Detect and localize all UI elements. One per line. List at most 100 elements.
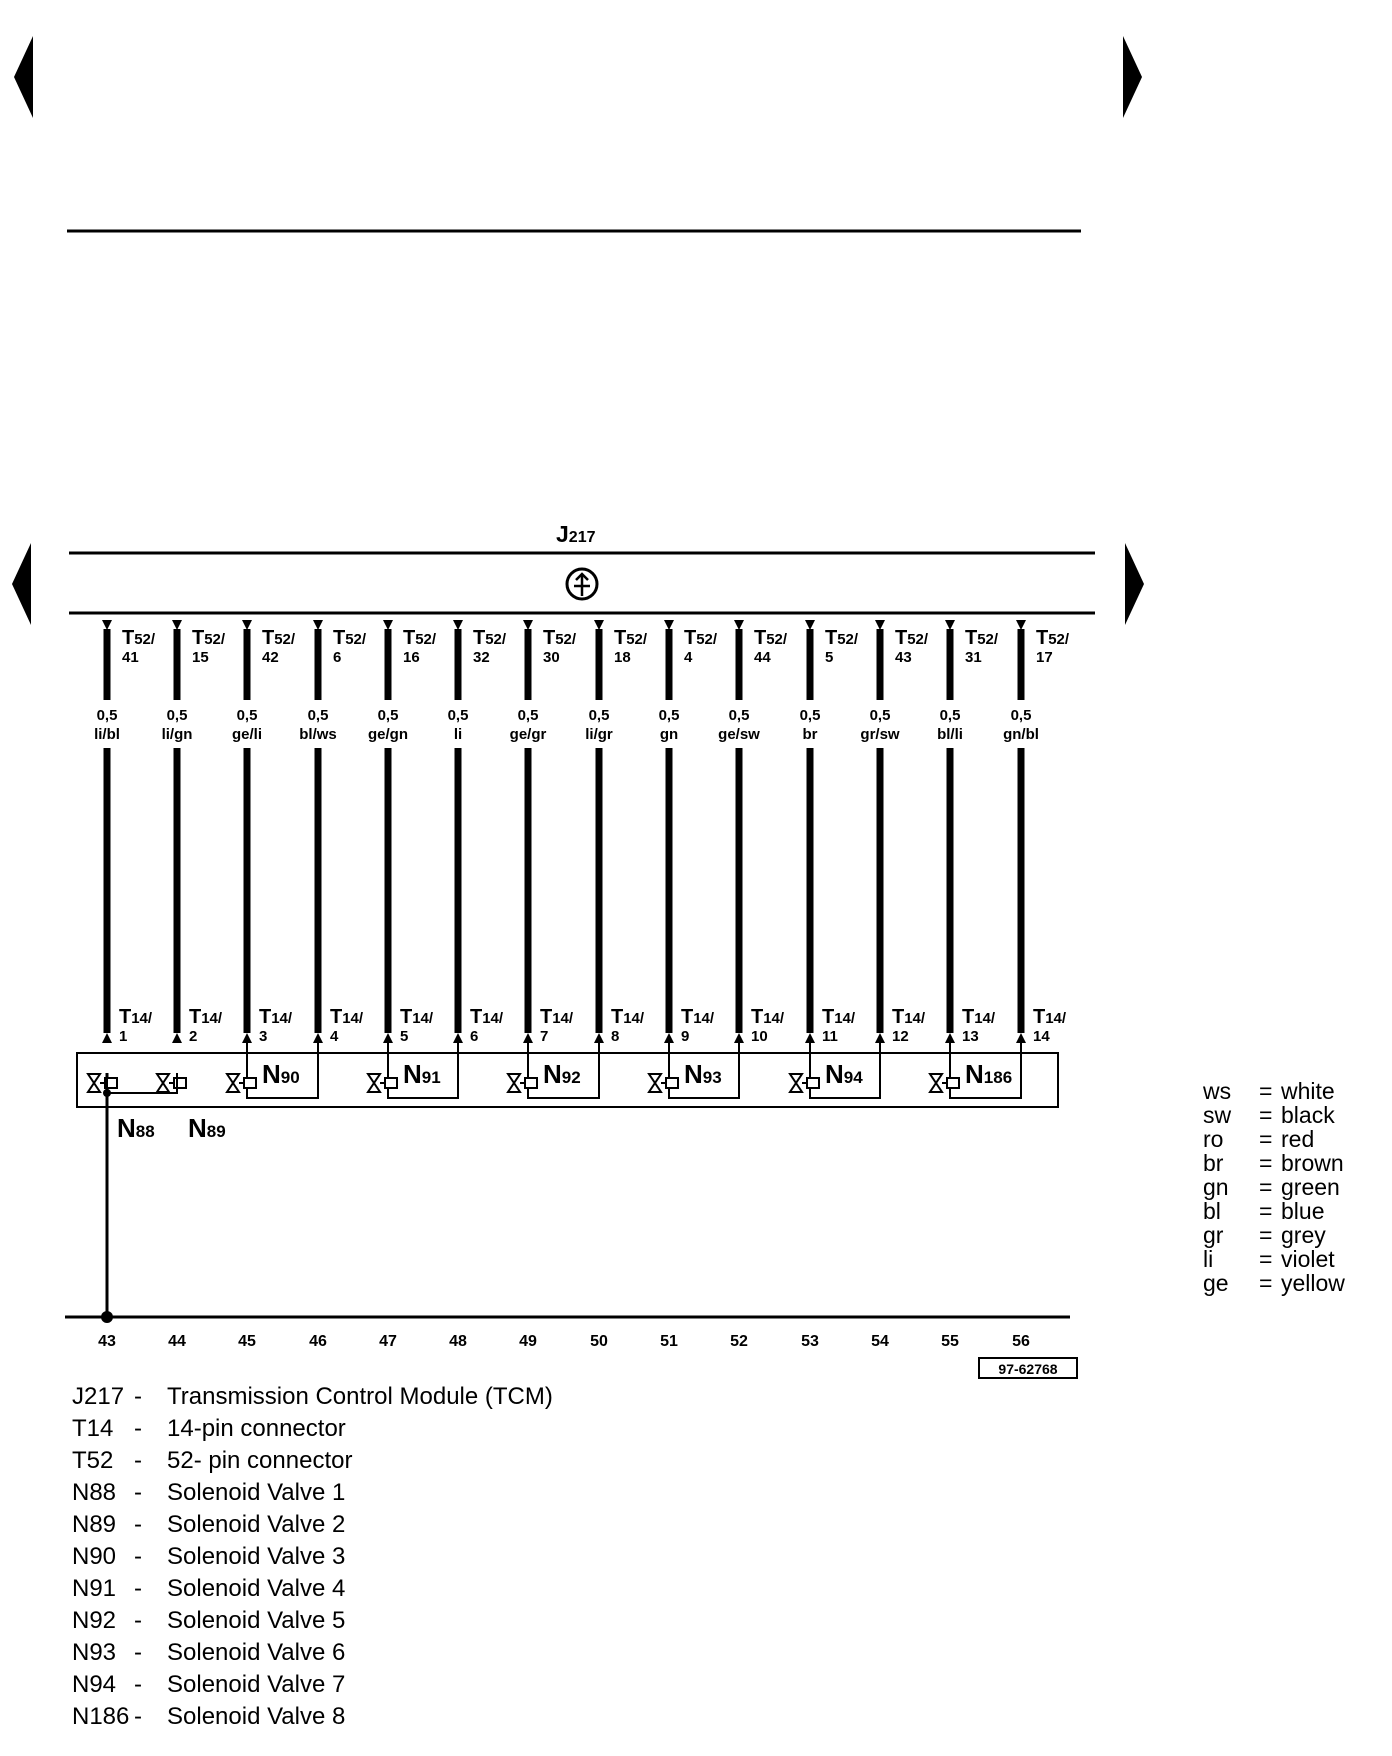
legend-code: T14: [72, 1415, 114, 1442]
t14-connector-label: T14/: [470, 1006, 504, 1028]
wire-gauge: 0,5: [518, 707, 539, 724]
legend-dash: -: [134, 1703, 142, 1730]
solenoid-valve-icon: [928, 1073, 960, 1093]
legend-desc: Transmission Control Module (TCM): [167, 1383, 553, 1410]
valve-n186: N186: [928, 1043, 1022, 1099]
color-name: red: [1281, 1126, 1315, 1152]
valve-n92: N92: [506, 1043, 600, 1099]
pin-arrow-icon: [383, 620, 393, 630]
ground-number: 53: [801, 1333, 819, 1350]
legend-dash: -: [134, 1511, 142, 1538]
t52-pin: 6: [333, 649, 341, 666]
legend-desc: Solenoid Valve 8: [167, 1703, 346, 1730]
color-key-row: ws=white: [1203, 1079, 1383, 1103]
ground-number: 49: [519, 1333, 537, 1350]
color-equals: =: [1259, 1270, 1273, 1296]
wire-color: ge/gn: [368, 726, 408, 743]
wire-color: ge/gr: [510, 726, 547, 743]
valve-label: N186: [965, 1059, 1012, 1089]
t52-pin: 17: [1036, 649, 1053, 666]
pin-arrow-icon: [594, 620, 604, 630]
legend-code: N94: [72, 1671, 117, 1698]
t14-pin: 8: [611, 1028, 619, 1045]
t14-pin: 7: [540, 1028, 548, 1045]
t14-connector-label: T14/: [189, 1006, 223, 1028]
color-key-row: br=brown: [1203, 1151, 1383, 1175]
nav-arrow-right-mid-icon[interactable]: [1125, 543, 1144, 625]
reference-box: [978, 1357, 1078, 1379]
t14-pin: 6: [470, 1028, 478, 1045]
pin-arrow-icon: [242, 620, 252, 630]
t52-pin: 44: [754, 649, 771, 666]
nav-arrow-left-top-icon[interactable]: [14, 36, 33, 118]
ground-number: 45: [238, 1333, 256, 1350]
ground-number: 51: [660, 1333, 678, 1350]
pin-arrow-icon: [383, 1033, 393, 1043]
legend-code: N91: [72, 1575, 117, 1602]
wire-gauge: 0,5: [940, 707, 961, 724]
ground-number: 44: [168, 1333, 186, 1350]
t14-connector-label: T14/: [892, 1006, 926, 1028]
color-key-row: bl=blue: [1203, 1199, 1383, 1223]
valve-label: N93: [684, 1059, 722, 1089]
pin-arrow-icon: [945, 1033, 955, 1043]
legend-code: N92: [72, 1607, 117, 1634]
legend-desc: Solenoid Valve 4: [167, 1575, 346, 1602]
wire-gauge: 0,5: [729, 707, 750, 724]
legend-code: N89: [72, 1511, 117, 1538]
legend-row: N88-Solenoid Valve 1: [72, 1477, 772, 1509]
t52-connector-label: T52/: [192, 627, 226, 649]
legend-dash: -: [134, 1383, 142, 1410]
wire-gauge: 0,5: [800, 707, 821, 724]
t52-connector-label: T52/: [895, 627, 929, 649]
wire-gauge: 0,5: [378, 707, 399, 724]
ground-junction-bottom: [101, 1311, 113, 1323]
t52-connector-label: T52/: [262, 627, 296, 649]
color-equals: =: [1259, 1174, 1273, 1200]
pin-arrow-icon: [594, 1033, 604, 1043]
ground-number: 55: [941, 1333, 959, 1350]
t14-pin: 9: [681, 1028, 689, 1045]
reference-number: 97-62768: [998, 1361, 1057, 1377]
t14-pin: 11: [822, 1028, 838, 1045]
t52-connector-label: T52/: [333, 627, 367, 649]
wire-color: ge/sw: [718, 726, 760, 743]
color-key-row: ro=red: [1203, 1127, 1383, 1151]
wire-gauge: 0,5: [97, 707, 118, 724]
legend-code: N88: [72, 1479, 117, 1506]
wire-color: li/gr: [585, 726, 613, 743]
legend-dash: -: [134, 1415, 142, 1442]
legend-dash: -: [134, 1639, 142, 1666]
t52-pin: 42: [262, 649, 279, 666]
t14-pin: 5: [400, 1028, 408, 1045]
color-name: grey: [1281, 1222, 1326, 1248]
legend-code: J217: [72, 1383, 125, 1410]
t52-pin: 15: [192, 649, 209, 666]
ground-number: 54: [871, 1333, 889, 1350]
wire-color: gn: [660, 726, 678, 743]
t14-connector-label: T14/: [611, 1006, 645, 1028]
nav-arrow-left-mid-icon[interactable]: [12, 543, 31, 625]
ground-number: 43: [98, 1333, 116, 1350]
color-name: yellow: [1281, 1270, 1345, 1296]
color-code: ro: [1203, 1126, 1224, 1152]
t14-connector-label: T14/: [259, 1006, 293, 1028]
color-key-row: gr=grey: [1203, 1223, 1383, 1247]
t14-pin: 13: [962, 1028, 979, 1045]
nav-arrow-right-top-icon[interactable]: [1123, 36, 1142, 118]
wire-color: br: [803, 726, 818, 743]
t52-pin: 30: [543, 649, 560, 666]
color-code: br: [1203, 1150, 1224, 1176]
solenoid-valve-icon: [366, 1073, 398, 1093]
t52-pin: 43: [895, 649, 912, 666]
pin-arrow-icon: [172, 620, 182, 630]
legend-desc: Solenoid Valve 3: [167, 1543, 346, 1570]
legend-row: T52-52- pin connector: [72, 1445, 772, 1477]
